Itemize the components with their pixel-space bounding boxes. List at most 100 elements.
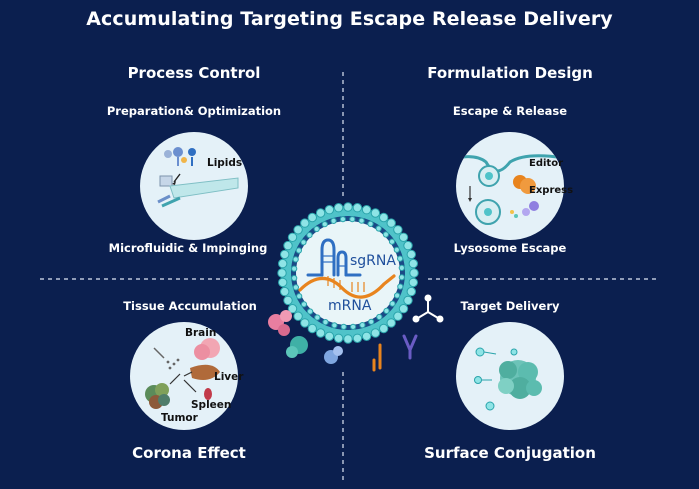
lipid-bead-inner [313,225,320,233]
brain-label: Brain [185,327,217,339]
formulation-design-circle [456,132,564,240]
lipid-bead [333,203,344,213]
lipid-bead-inner [321,221,328,228]
lipid-bead [352,203,363,213]
lipid-bead [370,208,381,218]
lipid-bead [343,202,353,212]
lipid-bead-inner [300,239,307,246]
lipid-bead-inner [314,314,321,321]
lipid-bead-inner [382,231,389,238]
target-delivery-circle [456,322,564,430]
mrna-label: mRNA [328,298,372,314]
lipid-bead [283,295,293,306]
lipid-bead [343,334,353,344]
organs-icon [145,338,220,409]
lipid-bead-inner [331,322,338,329]
lipid-bead [406,286,416,297]
lipid-bead-inner [358,217,365,224]
protein-cluster [268,310,343,364]
lipids-label: Lipids [207,157,243,169]
tissue-accumulation-circle [130,322,238,430]
tissue-accumulation-label: Tissue Accumulation [123,299,257,313]
lipid-bead [300,218,310,228]
lipid-bead-inner [376,313,383,321]
receptor-icon [402,334,418,360]
lipid-bead-inner [383,307,390,314]
lipid-bead-inner [330,217,337,224]
lipid-bead [403,240,413,251]
lipid-bead-inner [291,275,298,282]
page-title: Accumulating Targeting Escape Release De… [86,8,613,30]
mrna-strand [298,274,396,299]
lipid-bead [403,295,413,306]
lipid-bead [409,268,419,278]
lipid-bead-inner [368,318,375,325]
lipid-bead-inner [350,323,357,330]
target-delivery-label: Target Delivery [460,299,560,313]
lipid-bead-inner [398,274,405,281]
lipid-bead-inner [389,300,396,307]
lipid-bead [315,328,326,338]
liver-label: Liver [214,371,244,383]
lipid-bead [300,318,310,328]
lipid-bead [361,205,372,215]
sgrna-strand [306,238,362,277]
lipid-bead-inner [322,319,329,326]
lipid-bead-inner [359,322,366,329]
lipid-bead-inner [307,308,314,315]
lipid-bead [278,258,288,269]
lipid-bead [408,277,418,288]
lipid-bead-inner [306,232,313,239]
tumor-label: Tumor [161,412,198,424]
lipid-bead [278,277,288,288]
endosome-escape-icon [456,154,564,225]
express-label: Express [529,185,574,196]
lipid-bead-inner [375,225,382,232]
lipid-bead-inner [291,265,298,272]
lipid-bead [361,331,372,341]
spleen-label: Spleen [191,399,232,411]
sgrna-label: sgRNA [350,253,396,269]
lipid-bead-inner [397,283,404,290]
lipid-bead [393,225,403,235]
lipid-bead [379,212,389,223]
lipid-bead [280,249,290,260]
lipid-bead [287,232,298,243]
editor-label: Editor [529,158,563,169]
cell-targeting-icon [474,347,542,411]
preparation-optimization-label: Preparation& Optimization [106,104,282,118]
microfluidic-chip-icon [157,147,239,208]
lipid-bead [370,328,381,338]
surface-conjugation-heading: Surface Conjugation [424,444,596,462]
lipid-bead-inner [393,246,400,253]
lipid-bead [379,323,389,334]
microfluidic-impinging-label: Microfluidic & Impinging [108,241,268,255]
lipid-bead [287,304,298,314]
mrna-ticks [327,276,365,292]
lipid-bead [398,232,409,243]
process-control-circle [140,132,248,240]
lipid-bead [307,212,317,223]
lipid-bead [293,311,303,321]
lipid-bead [386,318,396,328]
process-control-heading: Process Control [127,64,261,82]
lipid-bead-inner [367,220,374,227]
lipid-bead-inner [397,255,404,262]
lysosome-escape-label: Lysosome Escape [453,241,567,255]
nanoparticle-lipid-shell [277,202,419,344]
lipid-bead-inner [388,238,396,245]
lipid-bead-inner [398,264,405,271]
formulation-design-heading: Formulation Design [427,64,593,82]
escape-release-label: Escape & Release [452,104,568,118]
sgrna-rungs [322,255,346,267]
lipid-bead-inner [340,323,347,330]
lipid-bead [333,333,344,343]
corona-effect-heading: Corona Effect [132,444,246,462]
lipid-bead-inner [295,247,302,254]
lipid-bead [277,268,287,278]
lipid-bead-inner [349,216,356,223]
divider-lines [40,72,658,480]
lipid-bead-inner [339,216,346,223]
lipid-bead [398,304,409,314]
